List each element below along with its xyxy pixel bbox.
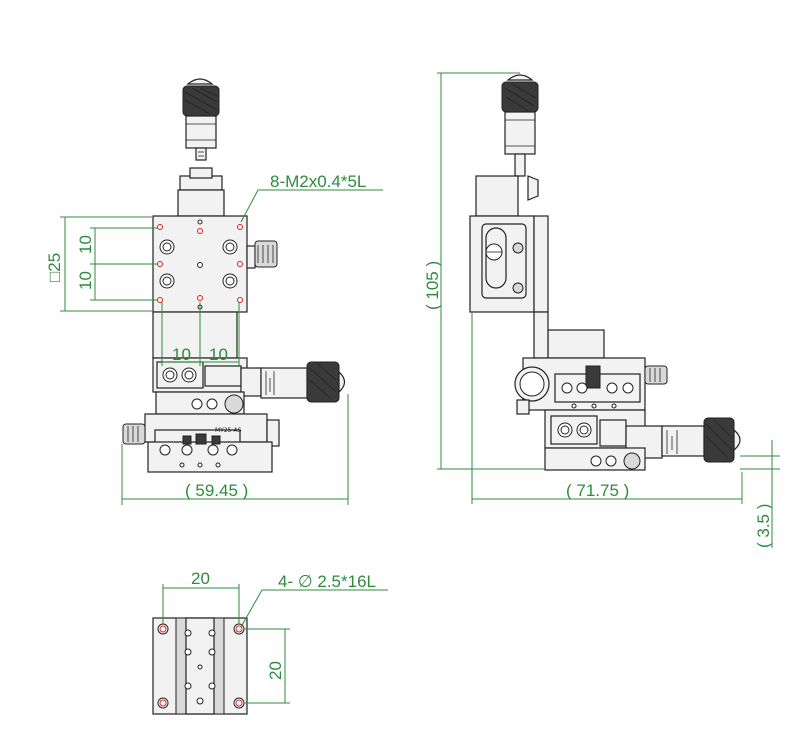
front-top-micrometer (177, 78, 225, 217)
height-side-dimension: ( 105 ) (423, 261, 442, 310)
side-top-micrometer (501, 74, 539, 201)
bottom-10-right-dimension: 10 (209, 345, 228, 364)
offset-side-dimension: ( 3.5 ) (754, 504, 773, 548)
front-bottom-stage: MY25-AS (122, 413, 280, 473)
width-side-dimension: ( 71.75 ) (566, 481, 629, 500)
front-top-stage (152, 215, 278, 313)
square-25-dimension: □25 (45, 253, 64, 282)
bottom-top-20-dimension: 20 (191, 569, 210, 588)
bottom-right-20-dimension: 20 (266, 661, 285, 680)
left-10-bottom-dimension: 10 (76, 271, 95, 290)
side-view: ( 105 ) ( 71.75 ) ( 3.5 ) (423, 72, 780, 548)
model-mark: MY25-AS (215, 427, 242, 434)
front-column (152, 311, 238, 359)
side-middle-stage (514, 357, 668, 415)
side-top-stage (469, 175, 605, 359)
thread-callout: 8-M2x0.4*5L (270, 172, 366, 191)
m2-thread-holes (157, 224, 243, 303)
side-bottom-stage (544, 409, 741, 471)
side-dimensions (437, 72, 780, 548)
hole-callout: 4- ∅ 2.5*16L (278, 572, 376, 591)
bottom-10-left-dimension: 10 (172, 345, 191, 364)
width-front-dimension: ( 59.45 ) (185, 481, 248, 500)
left-10-top-dimension: 10 (76, 235, 95, 254)
bottom-dimensions (162, 584, 388, 704)
front-view: MY25-AS 8-M2x0.4*5L □25 10 10 (45, 78, 383, 505)
front-middle-stage (152, 357, 346, 415)
bottom-view: 20 20 4- ∅ 2.5*16L (152, 569, 388, 715)
front-dimensions (60, 189, 383, 505)
